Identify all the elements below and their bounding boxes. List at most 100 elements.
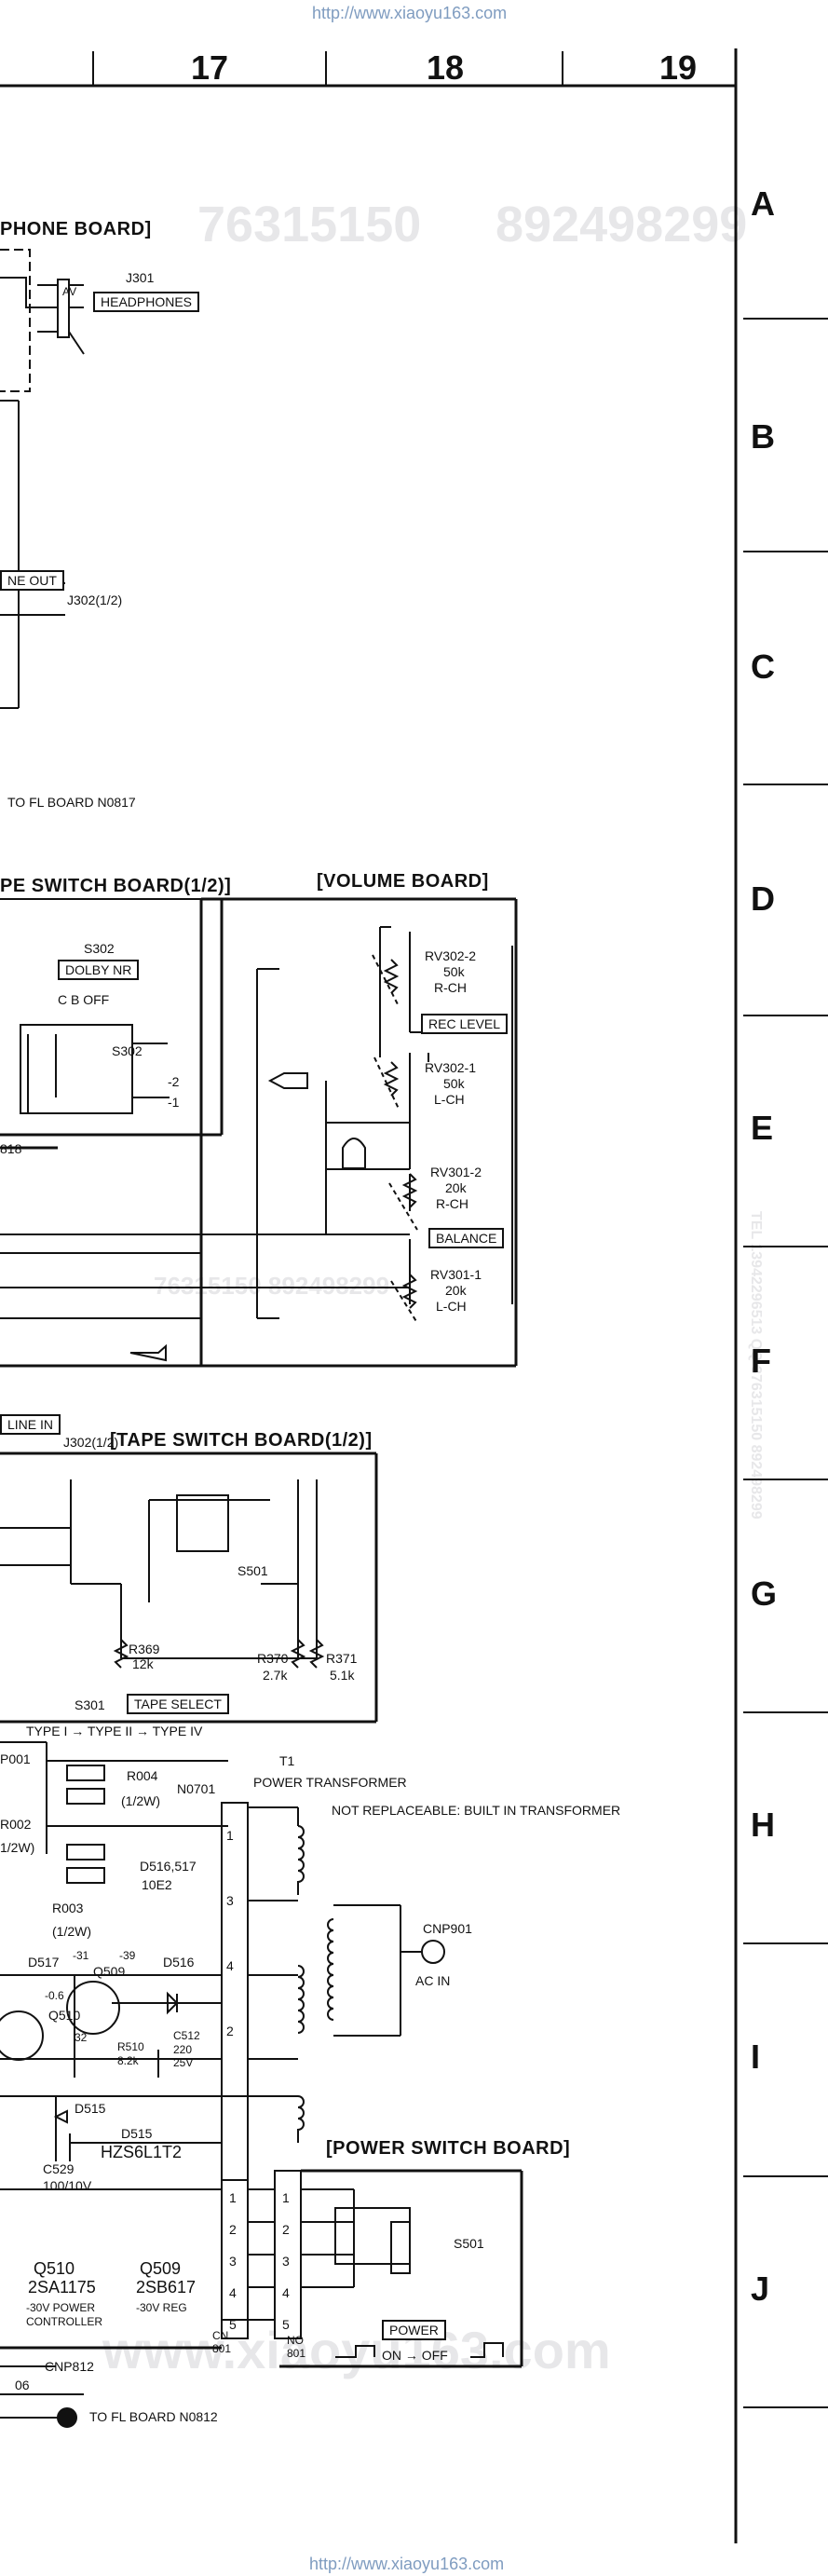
label-s302-switch: S302 (112, 1043, 143, 1058)
watermark-numbers-small: 76315150 892498299 (154, 1272, 390, 1300)
label-transformer-pins: 1 3 4 2 (226, 1828, 234, 2038)
label-d516-517: D516,517 (140, 1859, 197, 1874)
label-r004-watt: (1/2W) (121, 1793, 160, 1808)
label-q510-small: Q510 (48, 2008, 81, 2023)
headphone-board-title: PHONE BOARD] (0, 219, 152, 239)
label-q509-part: 2SB617 (136, 2278, 197, 2297)
label-balance: BALANCE (428, 1228, 505, 1248)
label-r369: R369 (129, 1642, 160, 1656)
row-letter-c: C (751, 647, 775, 686)
label-rv302-2-value: 50k (443, 964, 465, 979)
label-r004: R004 (127, 1768, 158, 1783)
label-power-transformer: POWER TRANSFORMER (253, 1775, 407, 1790)
label-j302-line-in: J302(1/2) (63, 1435, 119, 1450)
row-letter-a: A (751, 184, 775, 223)
label-not-replaceable: NOT REPLACEABLE: BUILT IN TRANSFORMER (332, 1803, 621, 1818)
label-r510: R510 (117, 2040, 144, 2053)
label-tape-select: TAPE SELECT (127, 1694, 229, 1714)
label-r371-value: 5.1k (330, 1668, 355, 1683)
label-rv302-1: RV302-1 (425, 1060, 477, 1075)
label-rv302-2-channel: R-CH (434, 980, 467, 995)
label-tape-types: TYPE I → TYPE II → TYPE IV (26, 1724, 203, 1738)
label-ne-out: NE OUT (0, 570, 64, 591)
row-letter-b: B (751, 417, 775, 456)
label-rv301-1-channel: L-CH (436, 1299, 467, 1314)
top-url[interactable]: http://www.xiaoyu163.com (312, 4, 508, 22)
label-ac-in: AC IN (415, 1973, 451, 1988)
label-headphones: HEADPHONES (93, 292, 200, 312)
label-rv302-1-value: 50k (443, 1076, 465, 1091)
label-no801: NO 801 (287, 2334, 306, 2360)
label-cn801: CN 801 (212, 2329, 232, 2355)
row-letter-f: F (751, 1342, 771, 1380)
tape-switch-board-2-title: [TAPE SWITCH BOARD(1/2)] (110, 1430, 373, 1451)
label-v-39: -39 (119, 1949, 136, 1962)
tape-switch-board-1-title: PE SWITCH BOARD(1/2)] (0, 876, 232, 896)
label-d516-517-part: 10E2 (142, 1877, 172, 1892)
column-number-19: 19 (659, 48, 698, 87)
column-number-17: 17 (191, 48, 229, 87)
label-to-fl-board-n0817: TO FL BOARD N0817 (7, 795, 136, 810)
label-s302-pins: -2 -1 (168, 1074, 180, 1110)
label-rv301-1-value: 20k (445, 1283, 467, 1298)
row-letter-j: J (751, 2269, 770, 2308)
label-q510: Q510 (34, 2259, 75, 2278)
label-dolby-nr: DOLBY NR (58, 960, 140, 980)
label-j301: J301 (126, 270, 155, 285)
bottom-url[interactable]: http://www.xiaoyu163.com (309, 2555, 505, 2573)
label-cnp812: CNP812 (45, 2359, 94, 2374)
label-s302: S302 (84, 941, 115, 956)
label-s501: S501 (238, 1563, 268, 1578)
label-r002-watt: 1/2W) (0, 1840, 35, 1855)
label-line-in: LINE IN (0, 1414, 61, 1435)
label-n0701: N0701 (177, 1781, 216, 1796)
label-to-fl-board-n0812: TO FL BOARD N0812 (89, 2409, 218, 2424)
label-q509-small: Q509 (93, 1964, 126, 1979)
watermark-numbers-1: 76315150 (197, 197, 422, 252)
label-v-0-6: -0.6 (45, 1989, 64, 2002)
label-rv301-1: RV301-1 (430, 1267, 482, 1282)
label-rv302-1-channel: L-CH (434, 1092, 465, 1107)
label-06: 06 (15, 2378, 30, 2392)
label-d517: D517 (28, 1955, 60, 1969)
label-r371: R371 (326, 1651, 358, 1666)
label-c512-value: 220 25V (173, 2043, 194, 2069)
label-q509: Q509 (140, 2259, 182, 2278)
row-letter-g: G (751, 1574, 778, 1613)
label-rv301-2-value: 20k (445, 1180, 467, 1195)
label-rec-level: REC LEVEL (421, 1014, 509, 1034)
row-letter-h: H (751, 1806, 775, 1844)
watermark-numbers-2: 892498299 (495, 197, 748, 252)
label-d515-top: D515 (75, 2101, 106, 2116)
label-no-pins: 1 2 3 4 5 (282, 2190, 290, 2332)
label-r510-value: 8.2k (117, 2054, 139, 2067)
label-r370-value: 2.7k (263, 1668, 288, 1683)
row-letter-d: D (751, 879, 775, 918)
column-number-18: 18 (427, 48, 465, 87)
label-c529-value: 100/10V (43, 2178, 92, 2193)
label-t1: T1 (279, 1753, 295, 1768)
label-r003: R003 (52, 1901, 84, 1915)
label-q510-desc: -30V POWER (26, 2301, 96, 2314)
row-letter-i: I (751, 2038, 761, 2076)
label-c512: C512 (173, 2029, 200, 2042)
label-on-off: ON → OFF (382, 2348, 448, 2363)
label-q509-desc: -30V REG (136, 2301, 187, 2314)
label-r370: R370 (257, 1651, 289, 1666)
label-p001: P001 (0, 1751, 31, 1766)
label-d516: D516 (163, 1955, 195, 1969)
label-cnp901: CNP901 (423, 1921, 472, 1936)
label-d515: D515 (121, 2126, 153, 2141)
label-s301: S301 (75, 1697, 105, 1712)
label-c529: C529 (43, 2161, 75, 2176)
volume-board-title: [VOLUME BOARD] (317, 871, 489, 892)
label-r003-watt: (1/2W) (52, 1924, 91, 1939)
power-button-label[interactable]: POWER (382, 2320, 446, 2340)
label-av: AV (62, 285, 77, 298)
label-r002: R002 (0, 1817, 32, 1832)
label-rv302-2: RV302-2 (425, 948, 477, 963)
label-v-32: 32 (75, 2031, 88, 2044)
power-switch-board-title: [POWER SWITCH BOARD] (326, 2138, 571, 2159)
label-rv301-2: RV301-2 (430, 1165, 482, 1179)
